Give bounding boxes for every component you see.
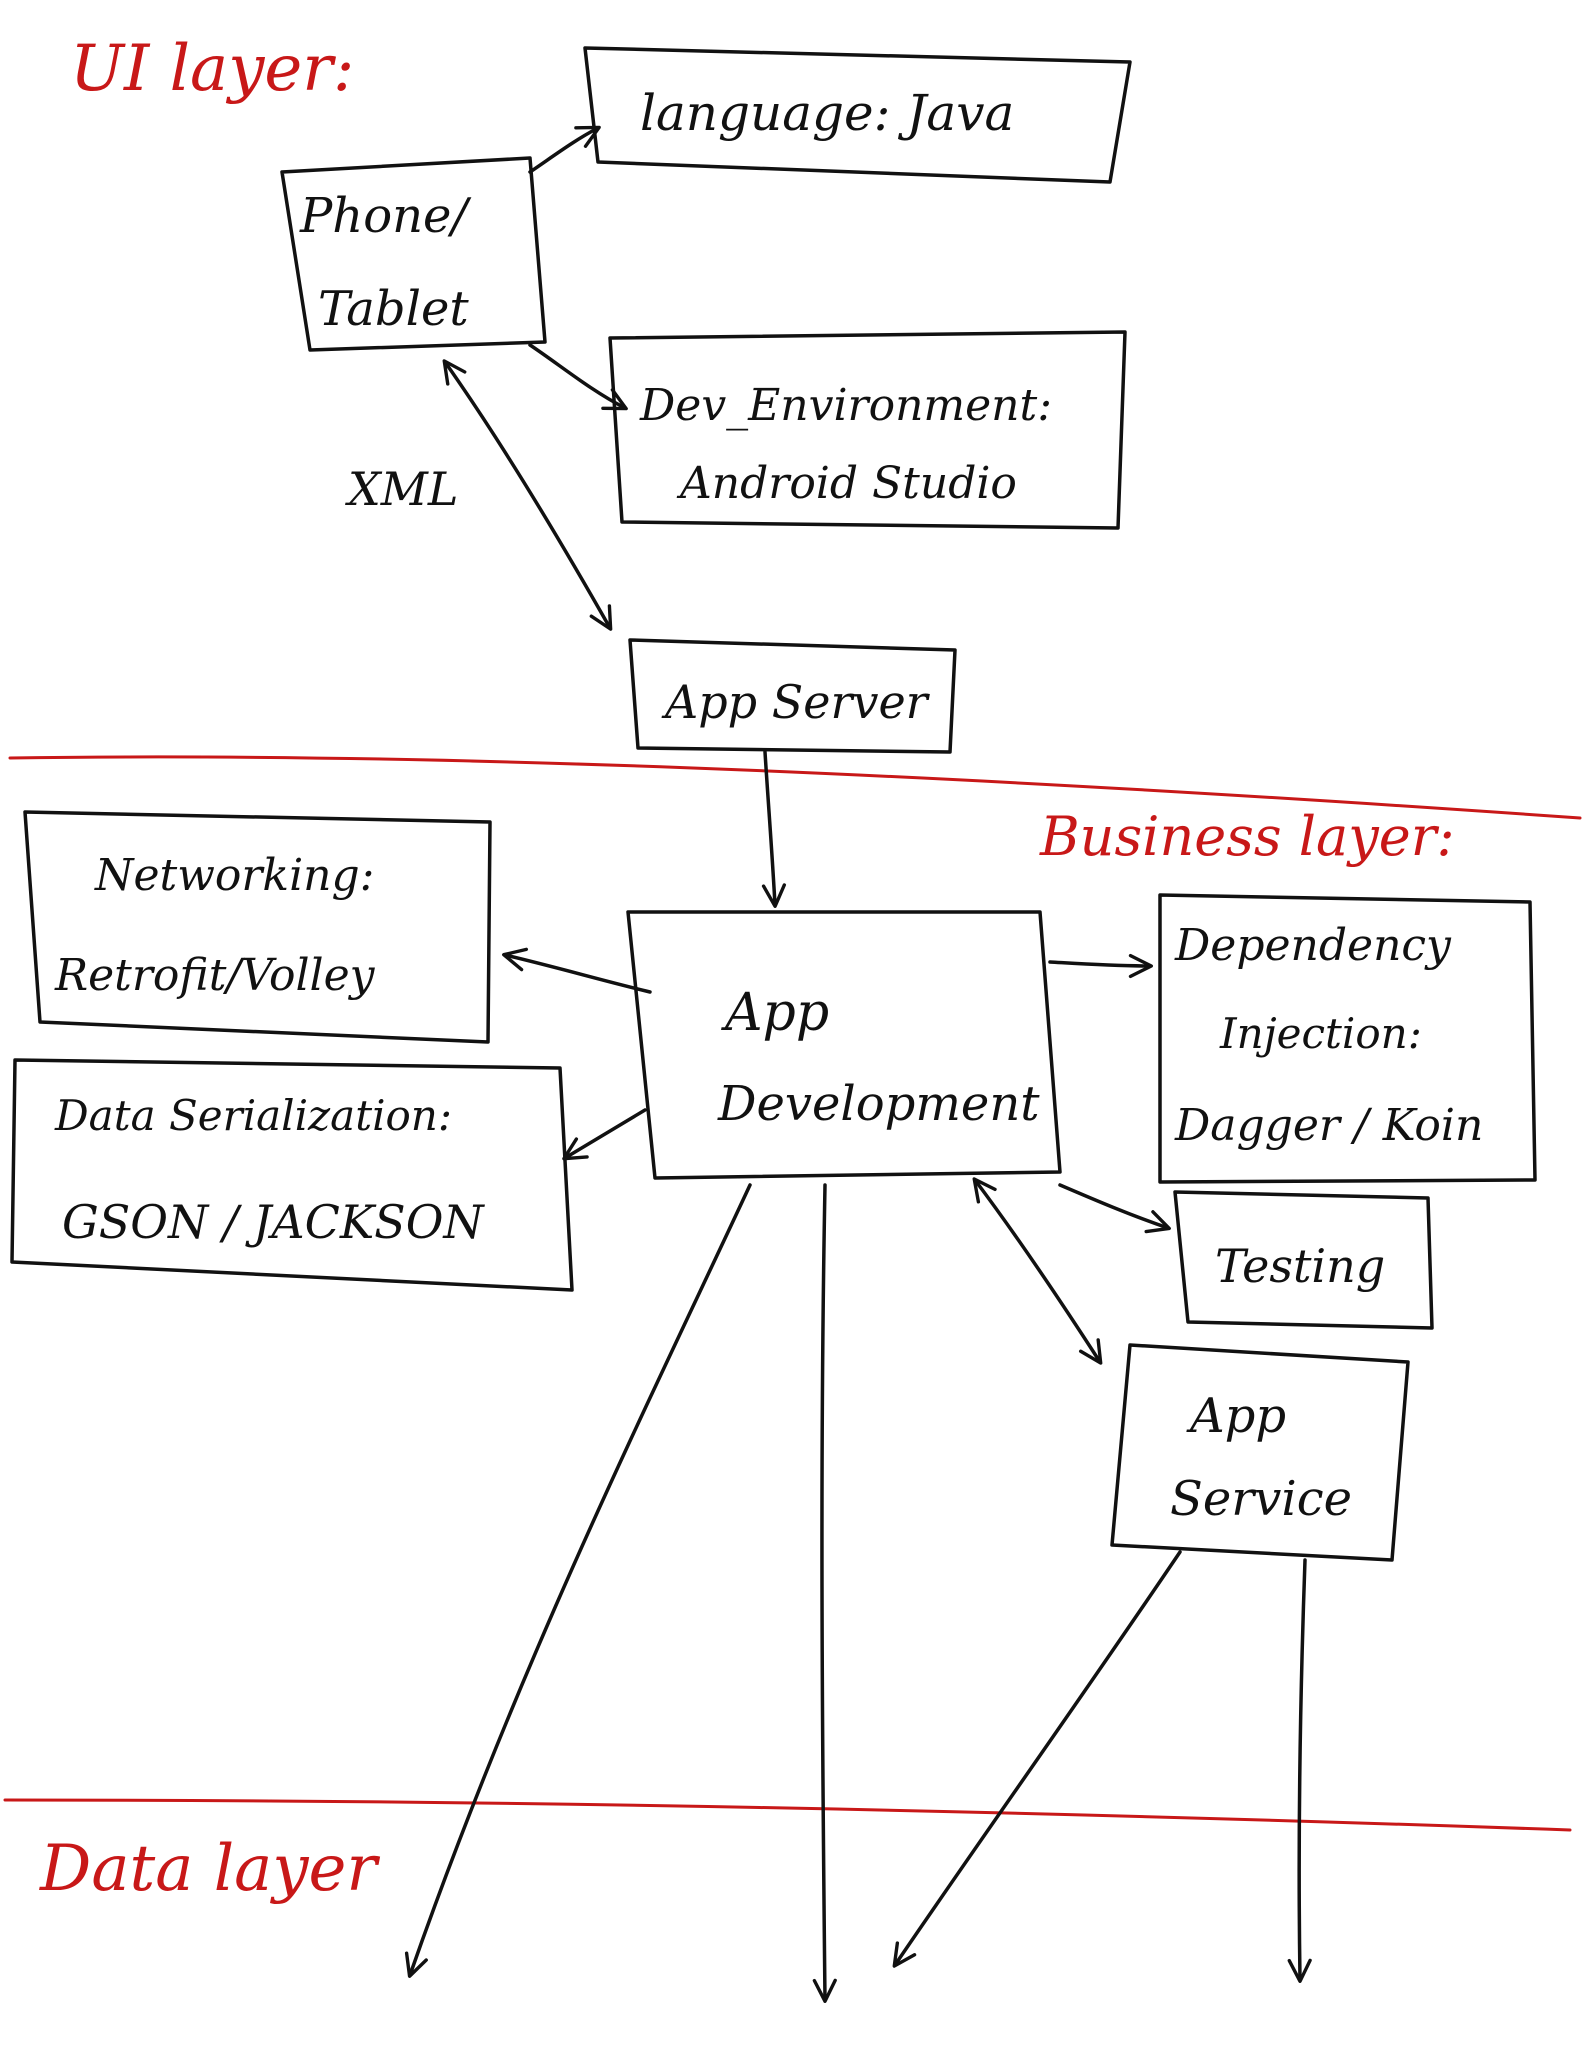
data-serialization-box: Data Serialization: GSON / JACKSON (10, 1058, 574, 1292)
app-development-label-line1: App (721, 983, 829, 1043)
connectors (404, 125, 1312, 2003)
dev-environment-box: Dev_Environment: Android Studio (608, 330, 1127, 530)
dev-environment-label-line1: Dev_Environment: (639, 380, 1052, 431)
arrow-appdev-to-testing (1058, 1183, 1171, 1234)
arrow-appservice-to-data-right (1287, 1558, 1312, 1983)
ui-business-divider (8, 755, 1582, 820)
app-service-label-line1: App (1186, 1388, 1286, 1444)
arrow-device-appserver-xml (442, 359, 613, 631)
language-box: language: Java (583, 46, 1132, 184)
xml-edge-label: XML (345, 462, 458, 516)
arrow-appdev-appservice (972, 1177, 1103, 1365)
data-serialization-label-line2: GSON / JACKSON (62, 1195, 485, 1249)
app-development-label-line2: Development (717, 1076, 1040, 1132)
ui-layer-title: UI layer: (70, 32, 354, 106)
app-development-box: App Development (626, 910, 1062, 1180)
dev-environment-label-line2: Android Studio (676, 458, 1017, 509)
networking-box: Networking: Retrofit/Volley (23, 810, 492, 1044)
device-label-line2: Tablet (318, 281, 469, 337)
dependency-injection-label-line3: Dagger / Koin (1174, 1100, 1483, 1151)
arrow-appdev-to-data-middle (812, 1183, 837, 2003)
testing-box: Testing (1173, 1190, 1434, 1330)
arrow-appdev-to-serialization (562, 1108, 647, 1161)
app-server-box: App Server (628, 638, 957, 754)
app-server-label: App Server (661, 675, 931, 729)
data-layer-title: Data layer (39, 1832, 380, 1906)
dependency-injection-box: Dependency Injection: Dagger / Koin (1158, 893, 1537, 1184)
testing-label: Testing (1215, 1239, 1385, 1293)
device-label-line1: Phone/ (299, 188, 472, 244)
arrow-device-to-language (528, 125, 601, 174)
app-service-label-line2: Service (1170, 1471, 1352, 1527)
language-label: language: Java (640, 84, 1014, 142)
arrow-appdev-to-data-left (404, 1183, 752, 1978)
dependency-injection-label-line1: Dependency (1174, 920, 1452, 971)
business-layer-title: Business layer: (1039, 805, 1455, 868)
arrow-appdev-to-networking (502, 947, 652, 994)
dependency-injection-label-line2: Injection: (1219, 1009, 1422, 1058)
business-data-divider (3, 1798, 1572, 1832)
data-serialization-label-line1: Data Serialization: (54, 1091, 452, 1140)
app-service-box: App Service (1110, 1343, 1410, 1562)
arrow-appservice-to-data-left (892, 1550, 1182, 1968)
arrow-appdev-to-di (1048, 953, 1153, 979)
arrow-appserver-to-appdev (761, 750, 787, 908)
device-box: Phone/ Tablet (280, 156, 547, 352)
networking-label-line1: Networking: (94, 850, 374, 901)
networking-label-line2: Retrofit/Volley (54, 950, 376, 1001)
